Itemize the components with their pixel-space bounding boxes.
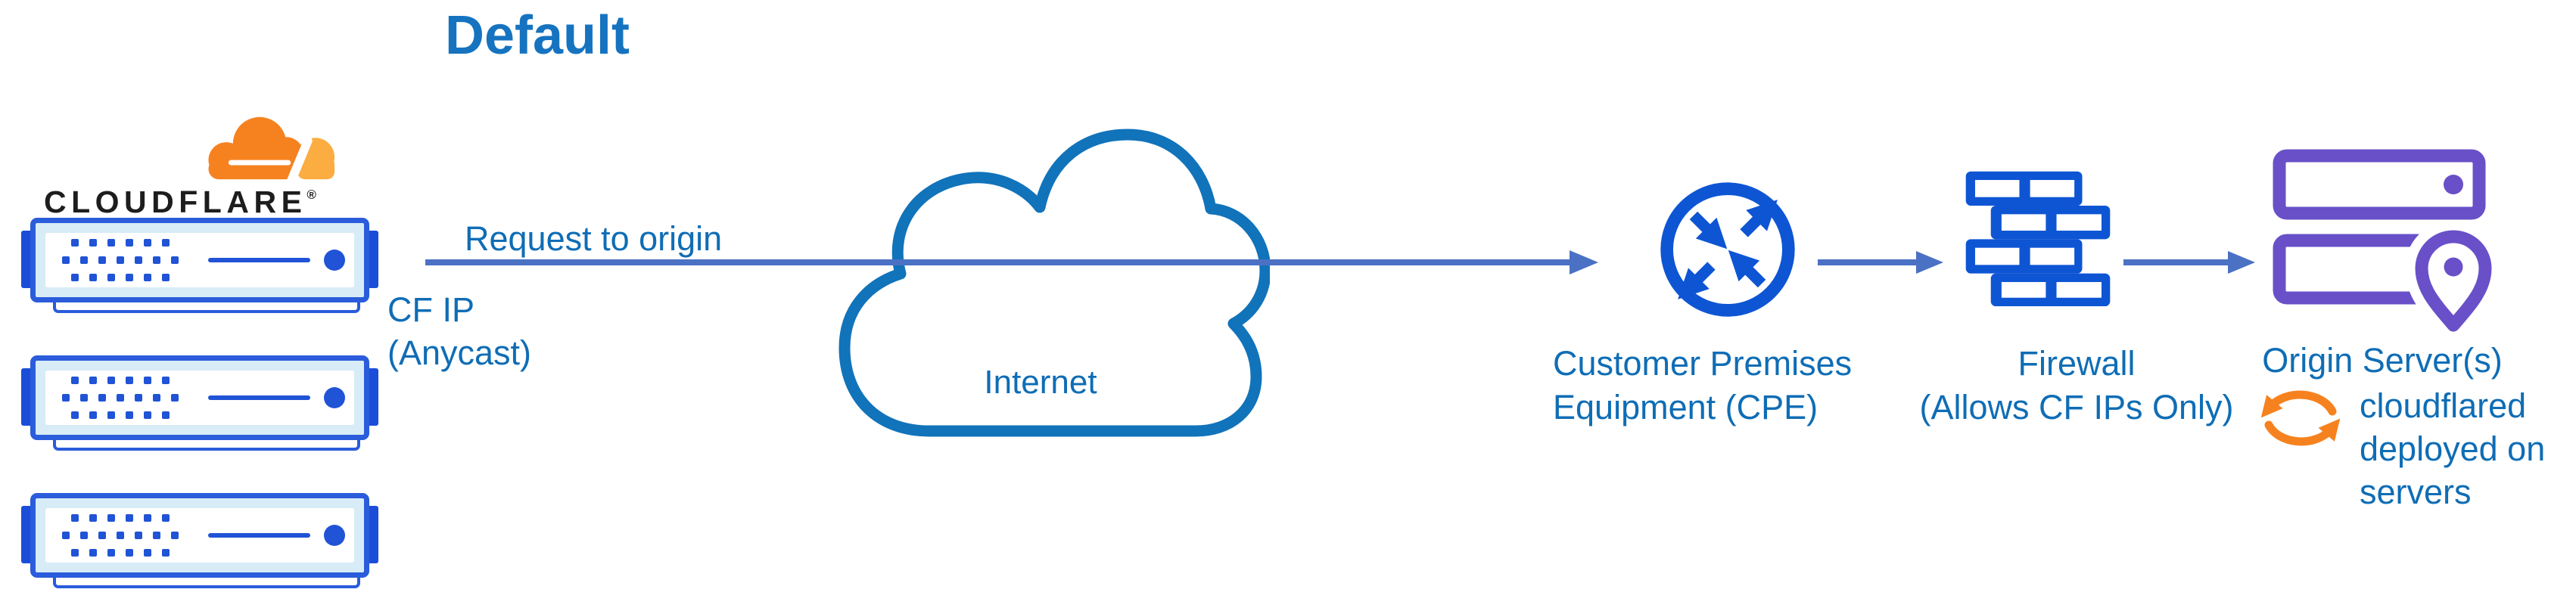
cloudflare-wordmark-text: CLOUDFLARE — [44, 185, 307, 219]
cpe-firewall-arrow-head — [1916, 251, 1943, 274]
sync-icon — [2260, 390, 2341, 446]
cpe-firewall-arrow-shaft — [1818, 259, 1916, 265]
server-panel — [45, 371, 354, 425]
server-tray — [53, 578, 360, 588]
cloudflare-logo-icon — [208, 116, 335, 183]
request-arrow-label: Request to origin — [465, 219, 723, 258]
server-dots-icon — [62, 239, 179, 281]
origin-label: Origin Server(s) — [2262, 341, 2503, 380]
server-side-tab-icon — [366, 231, 378, 288]
cloudflare-wordmark: CLOUDFLARE® — [44, 185, 316, 220]
server-body — [30, 493, 369, 578]
cf-ip-label: CF IP (Anycast) — [387, 290, 532, 372]
request-arrow-shaft — [425, 259, 1570, 265]
internet-label: Internet — [984, 364, 1097, 401]
page-title: Default — [445, 5, 630, 66]
router-icon — [1660, 182, 1795, 317]
server-line — [208, 258, 310, 262]
server-tray — [53, 440, 360, 451]
firewall-icon — [1965, 171, 2111, 307]
server-panel — [45, 508, 354, 563]
location-pin-icon — [2405, 220, 2493, 336]
server-side-tab-icon — [366, 506, 378, 563]
request-arrow-head — [1570, 250, 1598, 274]
firewall-origin-arrow-head — [2228, 251, 2255, 274]
origin-server-icon — [2273, 149, 2493, 336]
server-dots-icon — [62, 377, 179, 419]
server-led — [324, 250, 345, 271]
registered-mark: ® — [306, 188, 316, 202]
server-led — [324, 525, 345, 546]
server-body — [30, 355, 369, 440]
server-icon — [21, 493, 378, 588]
server-side-tab-icon — [366, 368, 378, 426]
cloudflared-label: cloudflared deployed on servers — [2360, 386, 2546, 511]
server-icon — [21, 218, 378, 313]
firewall-origin-arrow-shaft — [2123, 259, 2228, 265]
server-icon — [21, 355, 378, 451]
cpe-label: Customer Premises Equipment (CPE) — [1553, 344, 1853, 426]
server-body — [30, 218, 369, 302]
firewall-label: Firewall (Allows CF IPs Only) — [1919, 344, 2234, 426]
server-led — [324, 387, 345, 408]
server-tray — [53, 302, 360, 313]
cloud-icon — [838, 129, 1270, 437]
server-line — [208, 533, 310, 538]
server-dots-icon — [62, 514, 179, 557]
server-panel — [45, 233, 354, 287]
server-line — [208, 395, 310, 400]
